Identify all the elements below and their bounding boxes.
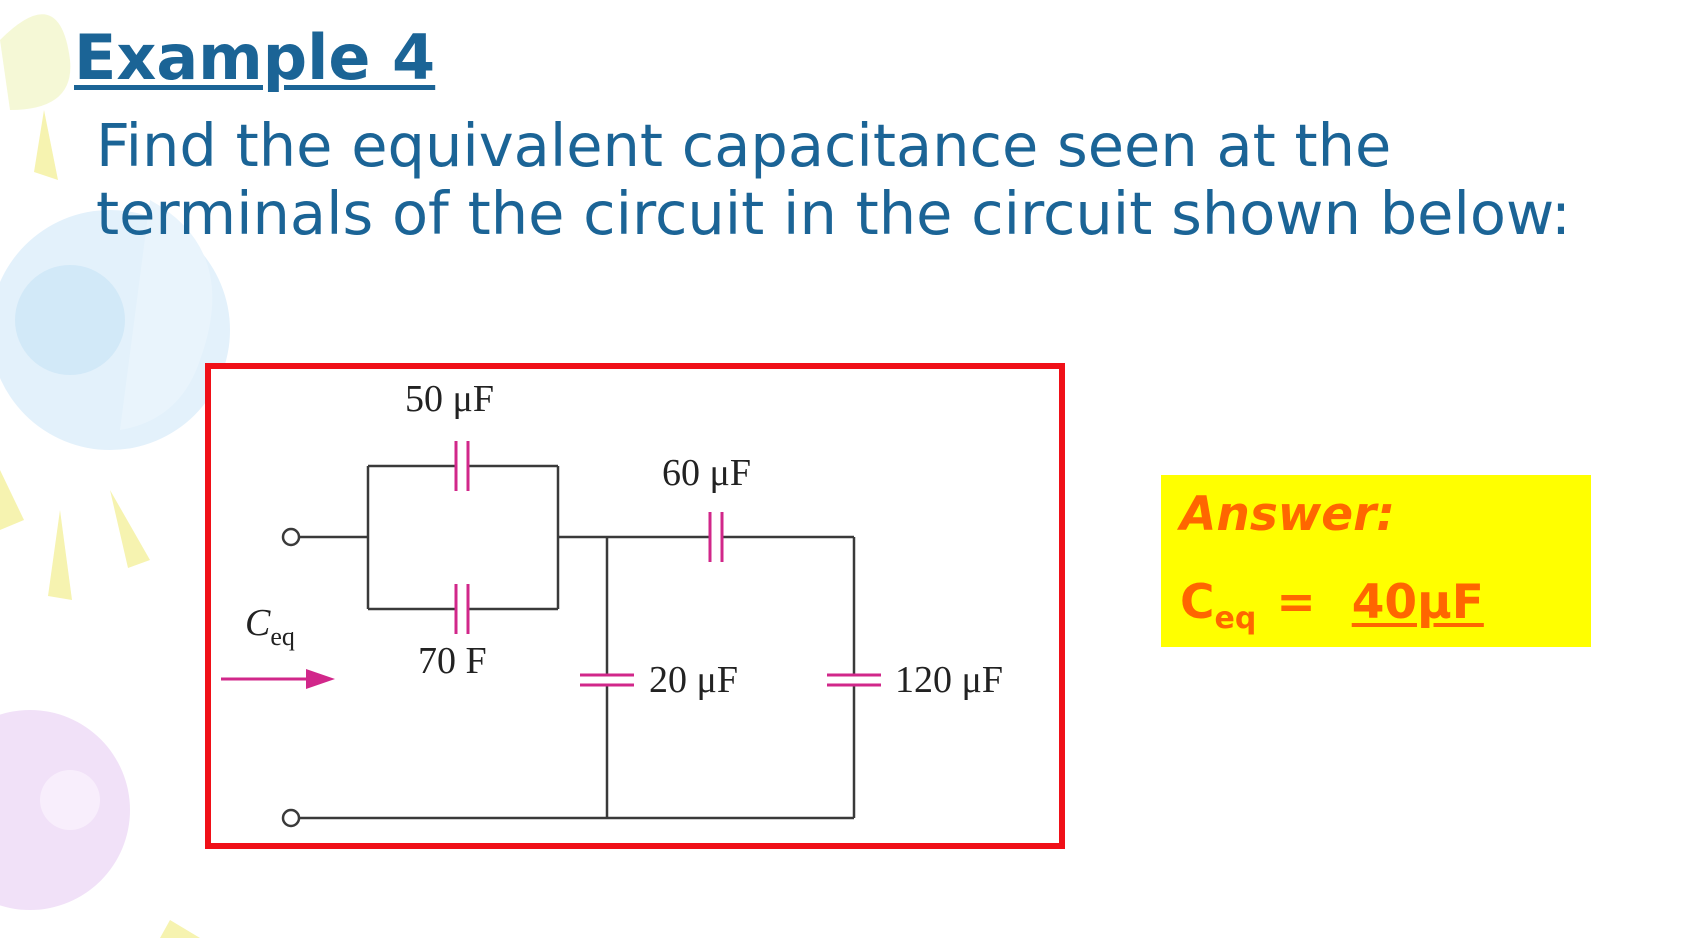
answer-value: 40μF xyxy=(1351,575,1484,630)
capacitor-50uF-label: 50 μF xyxy=(405,378,494,420)
capacitor-60uF-label: 60 μF xyxy=(662,452,751,494)
slide-title: Example 4 xyxy=(74,21,436,94)
capacitor-70F-label: 70 F xyxy=(418,640,487,682)
answer-equals: = xyxy=(1276,575,1316,630)
problem-line-2: terminals of the circuit in the circuit … xyxy=(96,179,1571,248)
ceq-symbol: C xyxy=(245,602,271,644)
capacitor-120uF-symbol xyxy=(827,673,881,687)
top-terminal-icon xyxy=(281,527,301,547)
capacitor-70F-symbol xyxy=(454,584,470,634)
capacitor-60uF-symbol xyxy=(708,512,724,562)
circuit-diagram-frame: 50 μF 70 F 60 μF 20 μF 120 μF Ceq xyxy=(205,363,1065,849)
answer-symbol: C xyxy=(1180,575,1215,630)
circuit-diagram: 50 μF 70 F 60 μF 20 μF 120 μF Ceq xyxy=(221,378,1003,828)
ceq-label: Ceq xyxy=(245,602,295,651)
bottom-terminal-icon xyxy=(281,808,301,828)
answer-subscript: eq xyxy=(1214,601,1257,636)
circuit-wires xyxy=(297,464,856,820)
capacitor-120uF-label: 120 μF xyxy=(895,659,1003,701)
capacitor-20uF-symbol xyxy=(580,673,634,687)
answer-box: Answer: Ceq = 40μF xyxy=(1161,475,1591,647)
problem-line-1: Find the equivalent capacitance seen at … xyxy=(96,111,1392,180)
ceq-subscript: eq xyxy=(270,622,295,651)
answer-row: Ceq = 40μF xyxy=(1180,575,1484,634)
problem-statement: Find the equivalent capacitance seen at … xyxy=(96,112,1571,248)
capacitor-50uF-symbol xyxy=(454,441,470,491)
ceq-arrow-icon xyxy=(221,669,335,689)
capacitor-20uF-label: 20 μF xyxy=(649,659,738,701)
answer-label: Answer: xyxy=(1180,487,1396,542)
